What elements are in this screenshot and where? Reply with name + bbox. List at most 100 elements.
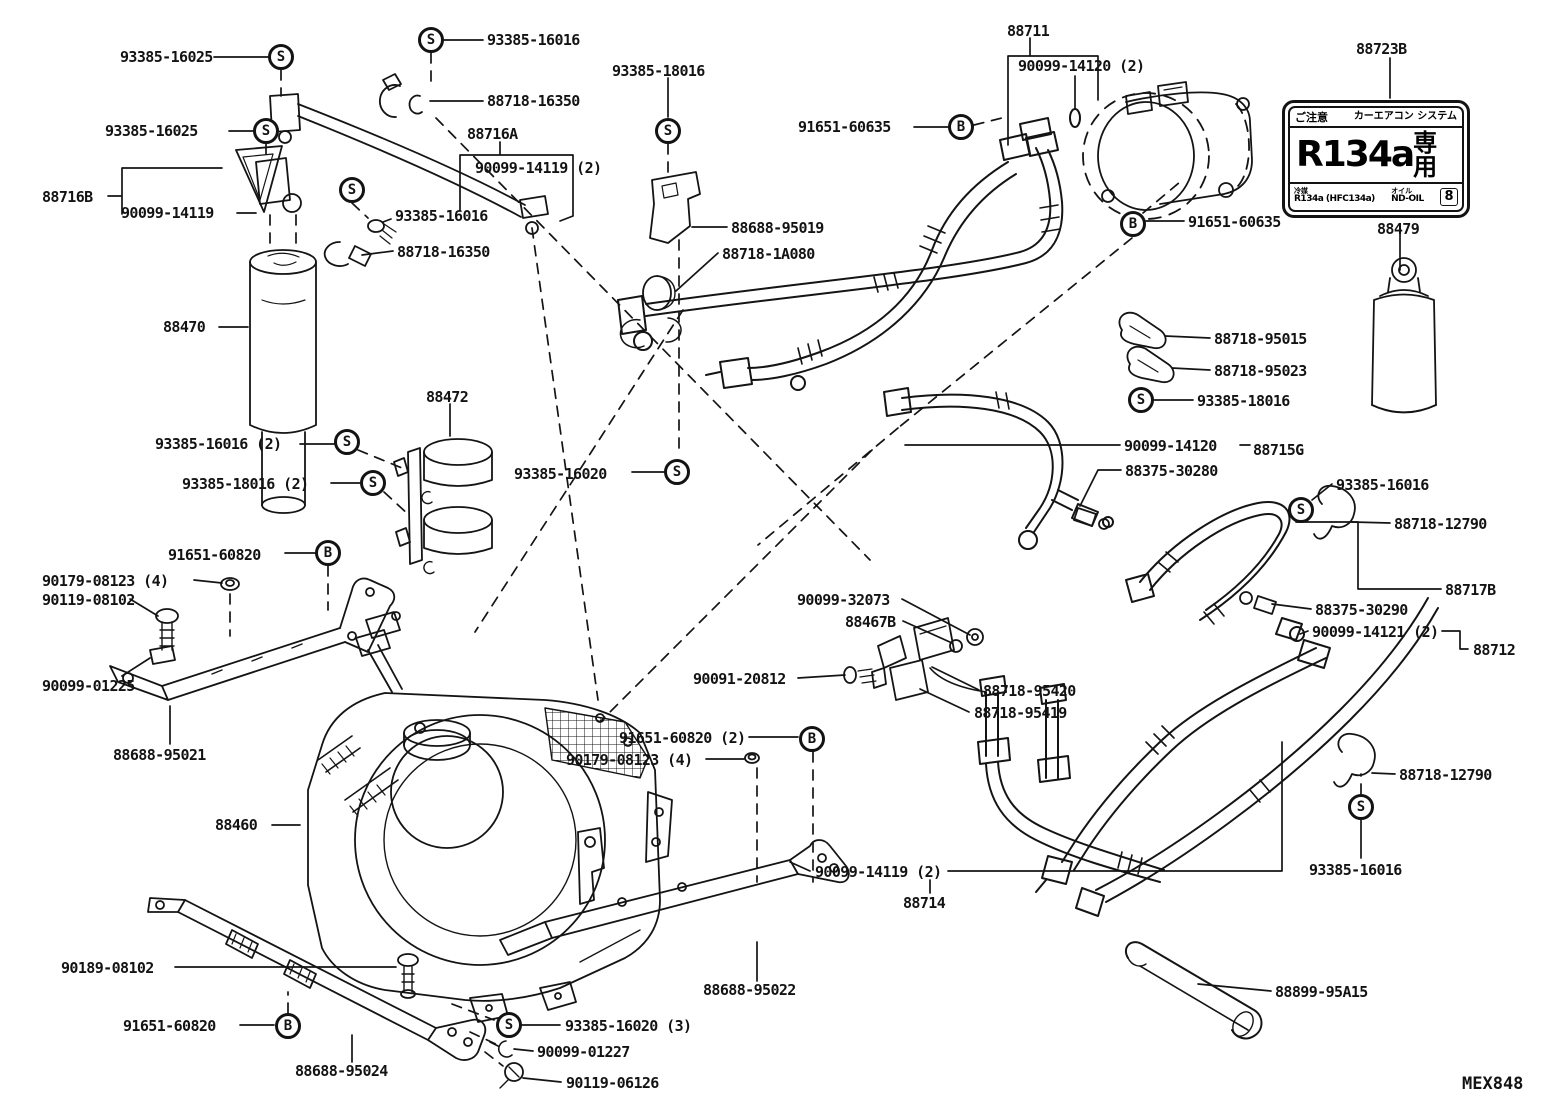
part-label: 88716B <box>42 188 93 206</box>
part-label: 88718-12790 <box>1399 766 1492 784</box>
part-label: 93385-16016 <box>487 31 580 49</box>
part-label: 93385-18016 <box>1197 392 1290 410</box>
r134a-caution-plate: ご注意 カーエアコン システム R134a 専用 冷媒 R134a (HFC13… <box>1282 100 1470 218</box>
part-label: 93385-16020 (3) <box>565 1017 692 1035</box>
part-label: 91651-60820 (2) <box>619 729 746 747</box>
compressor <box>1082 81 1253 220</box>
plate-system-text: カーエアコン システム <box>1353 111 1457 122</box>
fastener-marker-b: B <box>948 114 974 140</box>
small-hardware <box>489 507 1277 1089</box>
fastener-marker-s: S <box>334 429 360 455</box>
part-label: 88717B <box>1445 581 1496 599</box>
pipe-88714 <box>929 667 1165 883</box>
pipe-shield <box>1124 941 1263 1040</box>
part-label: 88472 <box>426 388 469 406</box>
fastener-marker-s: S <box>360 470 386 496</box>
pipe-88712 <box>1035 639 1331 893</box>
fastener-marker-s: S <box>664 459 690 485</box>
fastener-marker-s: S <box>253 118 279 144</box>
plate-refrigerant-code: R134a <box>1296 134 1415 175</box>
part-label: 90119-08102 <box>42 591 135 609</box>
part-label: 93385-16016 <box>395 207 488 225</box>
plate-exclusive-text: 専用 <box>1413 129 1438 181</box>
vacuum-canister <box>1371 257 1437 414</box>
fastener-marker-b: B <box>315 540 341 566</box>
part-label: 91651-60635 <box>1188 213 1281 231</box>
part-label: 88688-95019 <box>731 219 824 237</box>
part-label: 91651-60820 <box>123 1017 216 1035</box>
bracket-95022 <box>499 827 850 956</box>
part-label: 91651-60820 <box>168 546 261 564</box>
part-label: 90179-08123 (4) <box>42 572 169 590</box>
plate-caution-text: ご注意 <box>1295 110 1328 124</box>
part-label: 88688-95024 <box>295 1062 388 1080</box>
pipe-clamps-top <box>323 73 423 267</box>
part-label: 90099-01227 <box>537 1043 630 1061</box>
part-label: 88712 <box>1473 641 1516 659</box>
receiver-drier <box>249 93 549 514</box>
part-label: 93385-16020 <box>514 465 607 483</box>
part-label: 88479 <box>1377 220 1420 238</box>
part-label: 88467B <box>845 613 896 631</box>
part-label: 88375-30280 <box>1125 462 1218 480</box>
part-label: 93385-16016 <box>1309 861 1402 879</box>
part-label: 88715G <box>1253 441 1304 459</box>
part-label: 90119-06126 <box>566 1074 659 1092</box>
part-label: 88688-95022 <box>703 981 796 999</box>
drawing-code: MEX848 <box>1462 1074 1524 1094</box>
part-label: 88718-12790 <box>1394 515 1487 533</box>
bracket-and-cushion <box>619 171 701 349</box>
blower-unit <box>307 611 673 1023</box>
fastener-marker-s: S <box>1128 387 1154 413</box>
part-label: 88899-95A15 <box>1275 983 1368 1001</box>
plate-refrigerant-label: 冷媒 <box>1294 186 1308 195</box>
plate-refrigerant-value: R134a (HFC134a) <box>1294 194 1375 205</box>
clamp-plate-88472 <box>393 438 493 575</box>
part-label: 88718-95023 <box>1214 362 1307 380</box>
part-label: 88718-95419 <box>974 704 1067 722</box>
suction-pipe <box>617 108 1081 351</box>
part-label: 93385-16016 (2) <box>155 435 282 453</box>
part-label: 88718-1A080 <box>722 245 815 263</box>
plate-badge: 8 <box>1440 187 1458 206</box>
part-label: 88718-95420 <box>983 682 1076 700</box>
part-label: 88718-16350 <box>397 243 490 261</box>
part-label: 88375-30290 <box>1315 601 1408 619</box>
part-label: 88723B <box>1356 40 1407 58</box>
part-label: 90189-08102 <box>61 959 154 977</box>
part-label: 90179-08123 (4) <box>566 751 693 769</box>
part-label: 88718-95015 <box>1214 330 1307 348</box>
part-label: 88688-95021 <box>113 746 206 764</box>
plate-oil-value: ND-OIL <box>1391 194 1424 205</box>
fastener-marker-s: S <box>1288 497 1314 523</box>
part-label: 90099-14120 (2) <box>1018 57 1145 75</box>
discharge-hose <box>705 161 1017 391</box>
fastener-marker-s: S <box>1348 794 1374 820</box>
pipe-88717b <box>1125 501 1305 642</box>
part-label: 93385-18016 <box>612 62 705 80</box>
fastener-marker-s: S <box>418 27 444 53</box>
part-label: 90099-14119 <box>121 204 214 222</box>
fastener-marker-s: S <box>339 177 365 203</box>
r134a-caution-plate-inner: ご注意 カーエアコン システム R134a 専用 冷媒 R134a (HFC13… <box>1288 106 1464 212</box>
part-label: 90099-01225 <box>42 677 135 695</box>
fastener-marker-b: B <box>275 1013 301 1039</box>
part-label: 93385-16025 <box>105 122 198 140</box>
part-label: 88460 <box>215 816 258 834</box>
wire-clips <box>1118 311 1175 383</box>
bracket-95021 <box>109 577 396 701</box>
plate-oil-label: オイル <box>1391 186 1413 195</box>
part-label: 90099-14121 (2) <box>1312 623 1439 641</box>
fastener-marker-b: B <box>799 726 825 752</box>
center-clamp-brackets <box>744 617 984 764</box>
fastener-marker-b: B <box>1120 211 1146 237</box>
part-label: 88470 <box>163 318 206 336</box>
part-label: 88711 <box>1007 22 1050 40</box>
part-label: 90091-20812 <box>693 670 786 688</box>
part-label: 90099-32073 <box>797 591 890 609</box>
fastener-marker-s: S <box>655 118 681 144</box>
part-label: 91651-60635 <box>798 118 891 136</box>
part-label: 90099-14120 <box>1124 437 1217 455</box>
